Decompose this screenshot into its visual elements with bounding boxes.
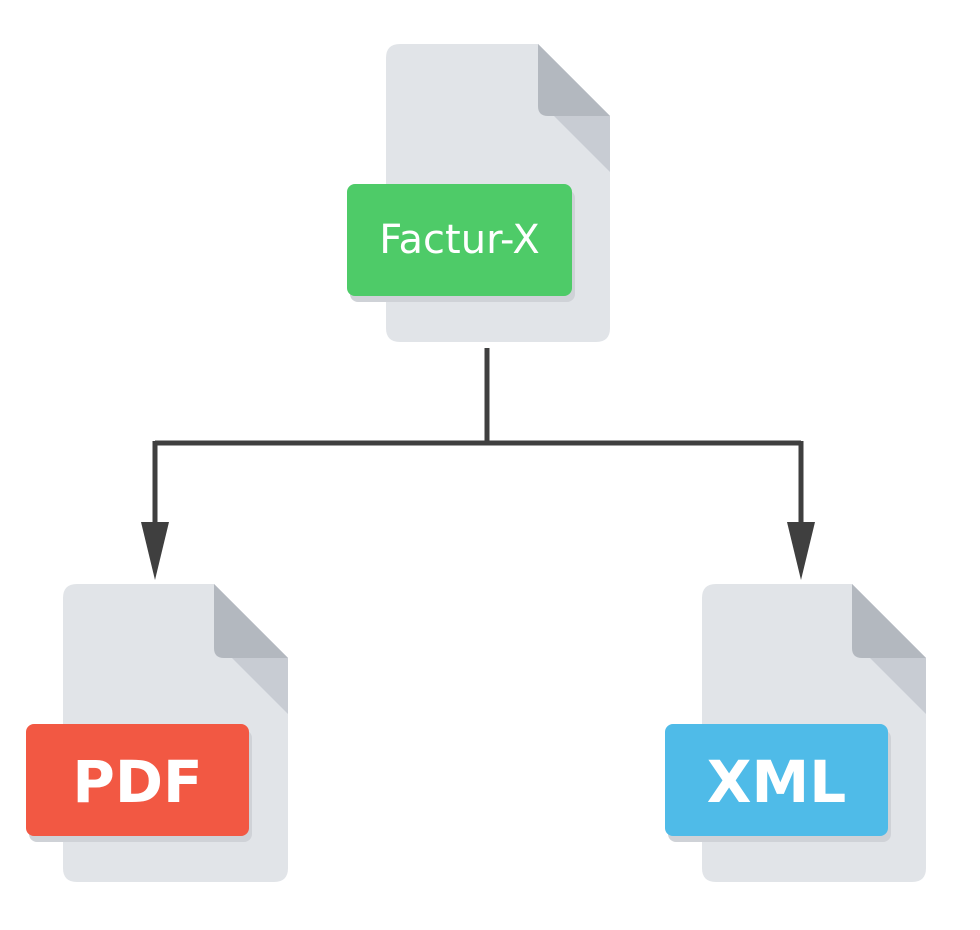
connectors — [141, 348, 815, 580]
document-xml-fold — [852, 584, 926, 658]
document-pdf-badge — [26, 724, 249, 836]
document-pdf-fold — [214, 584, 288, 658]
document-pdf-label: PDF — [72, 748, 202, 816]
document-factur-x-badge — [347, 184, 572, 296]
document-pdf: PDF — [26, 584, 288, 882]
document-factur-x: Factur-X — [347, 44, 610, 342]
document-factur-x-label: Factur-X — [379, 217, 540, 263]
document-xml: XML — [665, 584, 926, 882]
document-xml-label: XML — [707, 748, 846, 816]
arrowhead-left — [141, 522, 169, 580]
arrowhead-right — [787, 522, 815, 580]
document-xml-badge — [665, 724, 888, 836]
document-factur-x-fold — [538, 44, 610, 116]
